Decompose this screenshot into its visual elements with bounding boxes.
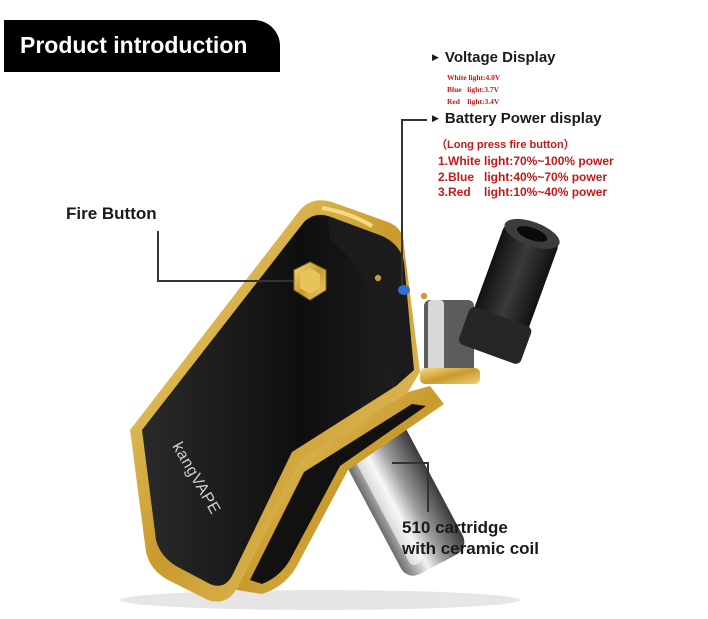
screw-icon (420, 292, 428, 300)
list-item: 2.Blue light:40%~70% power (438, 169, 608, 184)
led-connector-horizontal (401, 119, 427, 121)
fire-button-label: Fire Button (66, 204, 157, 223)
led-indicator (398, 285, 410, 295)
fire-connector-vertical (157, 231, 159, 281)
battery-list: 1.White light:70%~100% power 2.Blue ligh… (438, 154, 614, 201)
list-item: White light:4.0V (447, 73, 501, 82)
voltage-list: White light:4.0V Blue light:3.7V Red lig… (447, 72, 500, 108)
cart-connector-vertical (427, 462, 429, 512)
battery-note: （Long press fire button） (436, 139, 575, 151)
voltage-heading: ▶Voltage Display (432, 49, 556, 66)
triangle-bullet-icon: ▶ (432, 52, 439, 62)
atomizer-connector (420, 300, 480, 384)
led-connector-vertical (401, 119, 403, 285)
battery-heading: ▶Battery Power display (432, 110, 602, 127)
page-title-banner: Product introduction (4, 20, 280, 72)
device-shadow (120, 590, 520, 610)
triangle-bullet-icon: ▶ (432, 113, 439, 123)
device-top-panel (328, 216, 414, 386)
screw-icon (374, 274, 382, 282)
list-item: Red light:3.4V (447, 97, 500, 106)
list-item: Blue light:3.7V (447, 85, 500, 94)
cartridge-label: 510 cartridge with ceramic coil (402, 517, 539, 559)
device-black-body (142, 214, 408, 586)
list-item: 3.Red light:10%~40% power (438, 185, 608, 199)
drip-tip (458, 218, 560, 364)
page-title: Product introduction (20, 32, 248, 58)
cart-connector-horizontal (392, 462, 428, 464)
fire-connector-horizontal (157, 280, 293, 282)
list-item: 1.White light:70%~100% power (438, 154, 614, 168)
cartridge-label-line2: with ceramic coil (402, 539, 539, 558)
cartridge-label-line1: 510 cartridge (402, 518, 508, 537)
